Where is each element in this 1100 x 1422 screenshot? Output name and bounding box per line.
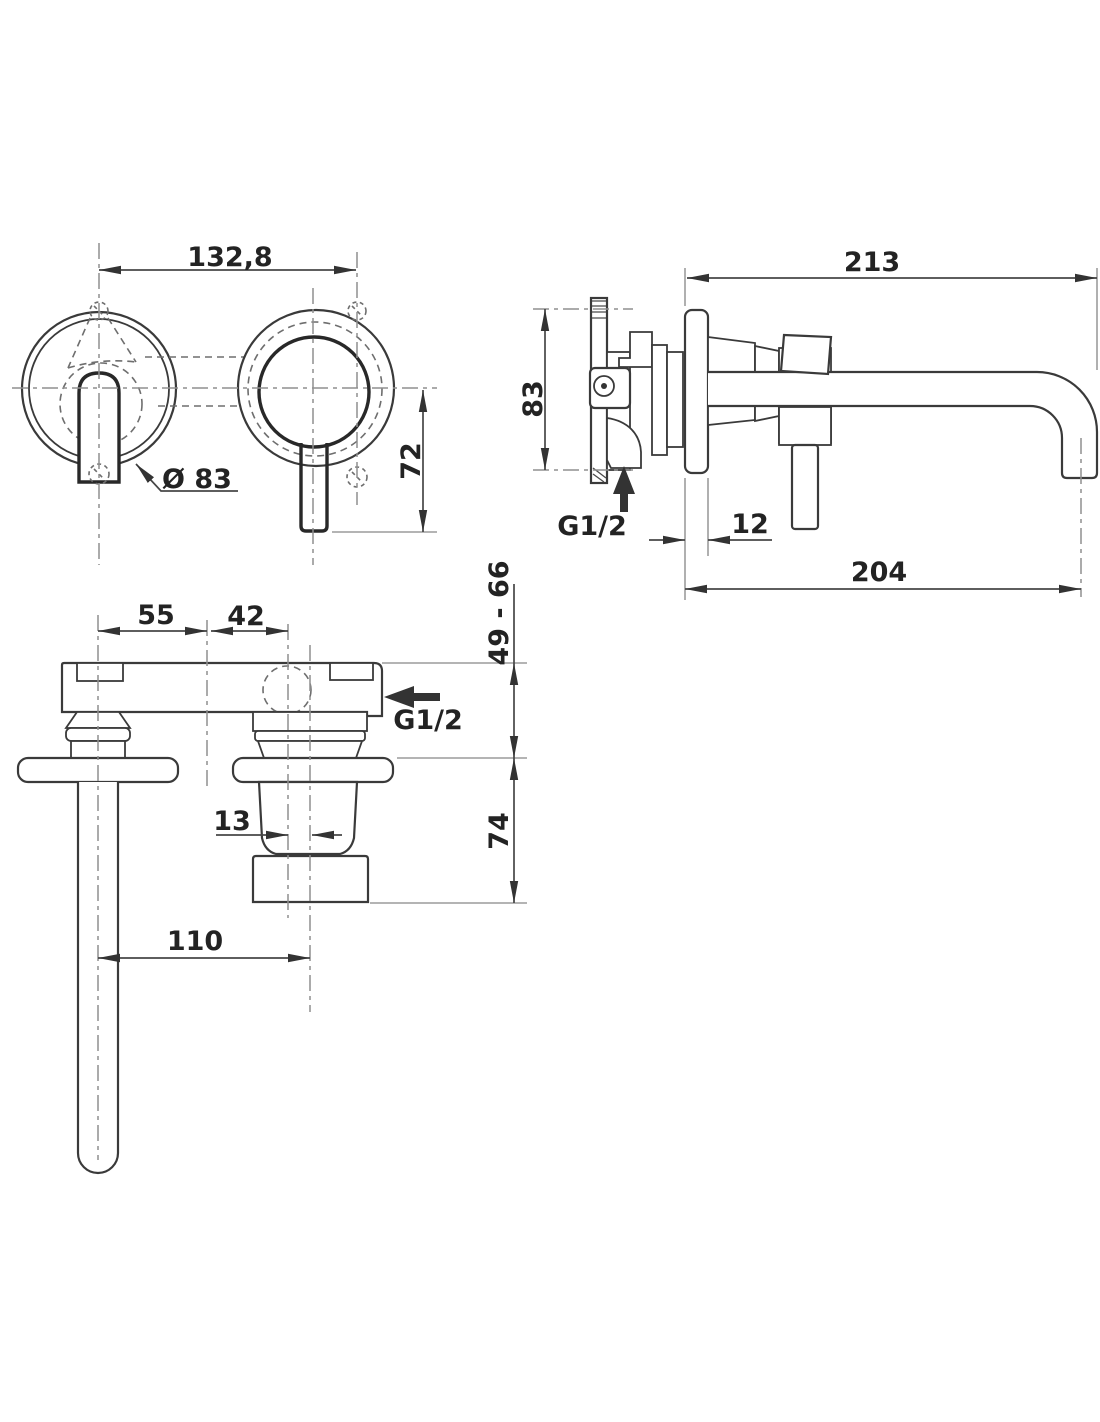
- dim-total-depth: 213: [684, 247, 1098, 370]
- up-arrow-icon: [613, 466, 635, 512]
- spout-side: [708, 370, 1099, 480]
- left-arrow-icon: [384, 686, 440, 708]
- spout-escutcheon: [236, 308, 396, 533]
- inlet-arrow-plan: G1/2: [384, 686, 463, 736]
- body-bar: [60, 661, 384, 718]
- dim-port-trim-offset: 13: [213, 806, 342, 840]
- dim-spout-drop-label: 72: [396, 442, 427, 480]
- dim-handle-offset: 55: [98, 600, 207, 636]
- dim-port-trim-offset-label: 13: [213, 806, 251, 837]
- spout-stub: [299, 443, 329, 533]
- side-inlet-thread-label: G1/2: [557, 511, 627, 542]
- dim-spout-reach: 204: [685, 557, 1081, 594]
- dim-plate-thickness-label: 12: [731, 509, 769, 540]
- dim-handle-depth: 74: [370, 758, 527, 904]
- dim-axis-distance-label: 110: [167, 926, 223, 957]
- dim-front-width: 132,8: [99, 242, 356, 275]
- dim-front-width-label: 132,8: [187, 242, 272, 273]
- lever-side: [779, 333, 833, 376]
- dim-port-offset: 42: [211, 601, 288, 636]
- dim-handle-depth-label: 74: [484, 812, 515, 850]
- handle-rod-side: [790, 443, 820, 531]
- dim-total-depth-label: 213: [844, 247, 900, 278]
- plan-view: 55 42 49 - 66 74 13 110: [16, 560, 527, 1175]
- dim-port-offset-label: 42: [227, 601, 265, 632]
- handle-unit-plan: [231, 711, 395, 904]
- dim-body-diameter: 83: [518, 309, 550, 470]
- wall-plate: [683, 308, 710, 475]
- dim-flange-diameter: Ø 83: [135, 463, 238, 495]
- side-view: G1/2 83 213 12 204: [518, 247, 1099, 600]
- dim-plate-thickness: 12: [649, 478, 772, 600]
- dim-install-depth-range: 49 - 66: [382, 560, 527, 759]
- dim-handle-offset-label: 55: [137, 600, 175, 631]
- inlet-arrow-side: G1/2: [557, 466, 635, 542]
- handle-escutcheon: [20, 310, 178, 484]
- dim-axis-distance: 110: [98, 926, 310, 963]
- dim-body-diameter-label: 83: [518, 380, 549, 418]
- front-view: 132,8 Ø 83 72: [12, 242, 437, 565]
- plan-inlet-thread-label: G1/2: [393, 705, 463, 736]
- dim-install-depth-range-label: 49 - 66: [484, 560, 515, 665]
- dim-flange-diameter-label: Ø 83: [162, 464, 232, 495]
- dim-spout-reach-label: 204: [851, 557, 907, 588]
- concealed-body: [588, 296, 684, 485]
- dim-spout-drop: 72: [332, 390, 437, 533]
